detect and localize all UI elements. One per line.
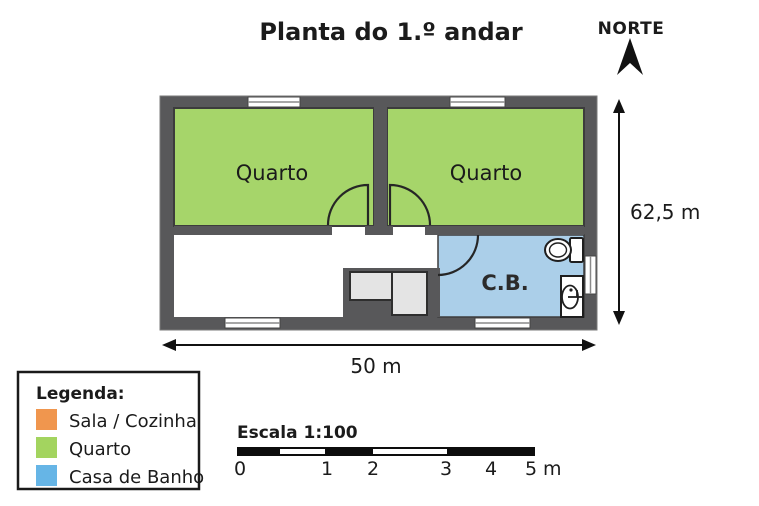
page-title: Planta do 1.º andar: [259, 18, 523, 46]
bathroom-label: C.B.: [481, 271, 528, 295]
interior-wall-left: [174, 226, 332, 235]
bedroom-right: [386, 107, 585, 227]
legend-box: Legenda: Sala / Cozinha Quarto Casa de B…: [16, 370, 204, 491]
stair-step-right: [391, 271, 428, 316]
north-arrow-icon: [617, 38, 643, 75]
interior-wall-bathroom-top: [425, 226, 584, 235]
scale-bar: Escala 1:100 0 1 2 3 4 5 m: [234, 423, 562, 480]
window-bottom-right: [474, 317, 531, 329]
scale-tick-1: 1: [321, 458, 333, 480]
bedroom-left-label: Quarto: [236, 161, 308, 185]
scale-tick-2: 2: [367, 458, 379, 480]
legend-label-casa-de-banho: Casa de Banho: [69, 467, 204, 488]
scale-tick-0: 0: [234, 458, 246, 480]
wall-between-bedrooms: [374, 100, 387, 226]
north-label: NORTE: [598, 19, 665, 39]
scale-tick-4: 4: [485, 458, 497, 480]
door-bedroom-right: [388, 183, 432, 226]
legend-label-sala-cozinha: Sala / Cozinha: [69, 411, 197, 432]
arrowhead-right-icon: [582, 339, 596, 351]
stair-step-left: [349, 271, 393, 301]
sink-icon: [560, 275, 584, 318]
scale-bar-white-segment-1: [280, 449, 325, 454]
window-bottom-left: [224, 317, 281, 329]
arrowhead-up-icon: [613, 99, 625, 113]
window-top-left: [247, 96, 301, 108]
door-bathroom: [437, 234, 480, 277]
legend-swatch-quarto: [36, 437, 57, 458]
scale-title: Escala 1:100: [237, 423, 358, 443]
dimension-height: 62,5 m: [613, 99, 700, 325]
interior-wall-center-foot: [365, 226, 393, 235]
legend-label-quarto: Quarto: [69, 439, 131, 460]
floor-plan: Quarto Quarto C.B.: [159, 95, 598, 331]
window-right-wall: [584, 255, 597, 295]
north-indicator: NORTE: [598, 19, 665, 75]
scale-tick-5: 5: [525, 458, 537, 480]
scale-bar-white-segment-2: [373, 449, 447, 454]
arrowhead-down-icon: [613, 311, 625, 325]
height-dim-label: 62,5 m: [630, 200, 700, 224]
legend-swatch-casa-de-banho: [36, 465, 57, 486]
dimension-width: 50 m: [162, 339, 596, 378]
bedroom-right-label: Quarto: [450, 161, 522, 185]
arrowhead-left-icon: [162, 339, 176, 351]
toilet-icon: [544, 237, 584, 263]
width-dim-label: 50 m: [350, 354, 401, 378]
door-bedroom-left: [326, 183, 370, 226]
window-top-right: [449, 96, 506, 108]
bedroom-left: [173, 107, 375, 227]
legend-title: Legenda:: [36, 384, 125, 404]
legend-swatch-sala-cozinha: [36, 409, 57, 430]
scale-unit: m: [543, 458, 562, 480]
scale-tick-3: 3: [440, 458, 452, 480]
